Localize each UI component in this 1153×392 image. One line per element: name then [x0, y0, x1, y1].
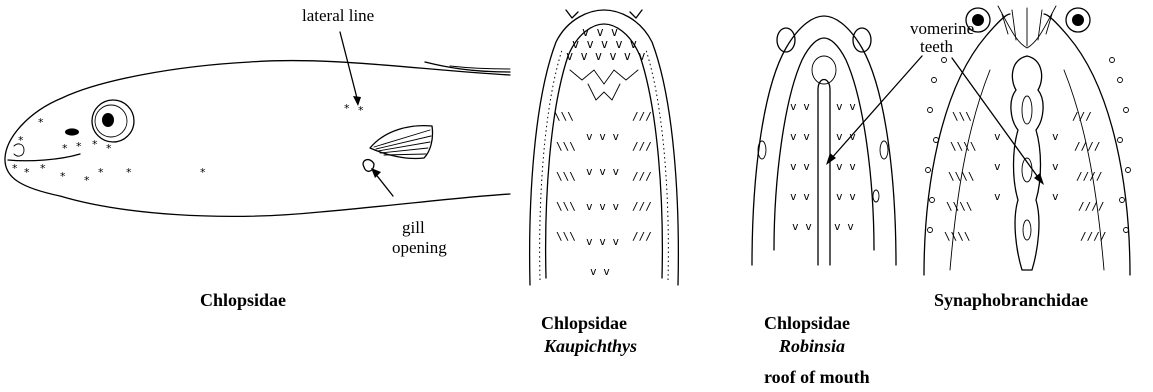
svg-text:\\\: \\\	[952, 110, 972, 123]
svg-text:v v: v v	[790, 190, 810, 203]
gill-opening-label-line1: gill	[402, 218, 425, 237]
svg-text:////: ////	[1076, 170, 1103, 183]
svg-text:v: v	[1052, 190, 1059, 203]
svg-text:v: v	[994, 130, 1001, 143]
svg-text:v v v v v v: v v v v v v	[566, 49, 645, 63]
svg-text:*: *	[84, 174, 90, 187]
svg-text:v: v	[1052, 130, 1059, 143]
svg-text:*: *	[62, 142, 68, 155]
sensory-pores: * * * * * * * * * * * * * * * *	[12, 102, 364, 187]
svg-text:v v v v v: v v v v v	[572, 37, 637, 51]
svg-text:\\\: \\\	[554, 110, 574, 123]
svg-text:*: *	[40, 162, 46, 175]
svg-text:\\\: \\\	[556, 140, 576, 153]
svg-text:///: ///	[632, 200, 652, 213]
svg-text:*: *	[76, 140, 82, 153]
lateral-line-label: lateral line	[302, 6, 374, 25]
eel-side-view: * * * * * * * * * * * * * * * * lateral …	[5, 6, 510, 257]
gill-opening-label-line2: opening	[392, 238, 447, 257]
svg-text:v v: v v	[836, 190, 856, 203]
eye-right	[1066, 8, 1090, 32]
svg-text:*: *	[18, 134, 24, 147]
fig4-caption: Synaphobranchidae	[934, 290, 1088, 310]
svg-text:*: *	[24, 166, 30, 179]
svg-text:*: *	[358, 104, 364, 117]
svg-text:*: *	[200, 166, 206, 179]
svg-text:*: *	[60, 170, 66, 183]
svg-text:v v: v v	[790, 100, 810, 113]
fig3-caption-genus: Robinsia	[778, 336, 845, 356]
svg-text:\\\\: \\\\	[950, 140, 977, 153]
fig3-caption-family: Chlopsidae	[764, 313, 850, 333]
svg-text:///: ///	[632, 170, 652, 183]
vomerine-teeth-label-line1: vomerine	[910, 19, 974, 38]
svg-text:///: ///	[632, 230, 652, 243]
svg-text:*: *	[38, 116, 44, 129]
svg-text:v v: v v	[792, 220, 812, 233]
pectoral-fin	[370, 126, 433, 159]
svg-text:////: ////	[1078, 200, 1105, 213]
svg-text:v v: v v	[790, 130, 810, 143]
kaupichthys-mouth-roof: v v v v v v v v v v v v v v \\\ \\\ \\\ …	[530, 10, 679, 285]
svg-text:v v: v v	[834, 220, 854, 233]
svg-text:\\\\: \\\\	[944, 230, 971, 243]
synaphobranchidae-mouth-roof: \\\ \\\\ \\\\ \\\\ \\\\ /// //// //// //…	[924, 6, 1131, 275]
svg-text:v v v: v v v	[586, 235, 619, 248]
svg-text:////: ////	[1080, 230, 1107, 243]
svg-text:v v: v v	[590, 265, 610, 278]
fig2-caption-family: Chlopsidae	[541, 313, 627, 333]
svg-text:///: ///	[1072, 110, 1092, 123]
svg-text:v v v: v v v	[586, 200, 619, 213]
svg-text:*: *	[98, 166, 104, 179]
svg-text:\\\: \\\	[556, 230, 576, 243]
fig2-caption-genus: Kaupichthys	[543, 336, 637, 356]
svg-text:v: v	[994, 190, 1001, 203]
svg-text:v v: v v	[790, 160, 810, 173]
robinsia-mouth-roof: v v v v v v v v v v v v v v v v v v v v	[752, 16, 896, 265]
vomerine-teeth-label-line2: teeth	[920, 37, 954, 56]
svg-text:v v v: v v v	[586, 165, 619, 178]
svg-text:*: *	[126, 166, 132, 179]
svg-text:*: *	[344, 102, 350, 115]
svg-text:v v: v v	[836, 160, 856, 173]
svg-text:*: *	[12, 162, 18, 175]
svg-text:*: *	[106, 142, 112, 155]
svg-text:///: ///	[632, 140, 652, 153]
eye	[92, 100, 134, 142]
svg-text:v: v	[994, 160, 1001, 173]
svg-text:*: *	[92, 138, 98, 151]
svg-text:\\\: \\\	[556, 170, 576, 183]
svg-text:\\\\: \\\\	[946, 200, 973, 213]
svg-text:v v v: v v v	[586, 130, 619, 143]
svg-text:\\\\: \\\\	[948, 170, 975, 183]
svg-text:v: v	[1052, 160, 1059, 173]
svg-text:v v: v v	[836, 100, 856, 113]
roof-of-mouth-label: roof of mouth	[764, 367, 870, 387]
svg-text:////: ////	[1074, 140, 1101, 153]
svg-text:///: ///	[632, 110, 652, 123]
svg-text:v v v: v v v	[582, 25, 618, 39]
fig1-caption: Chlopsidae	[200, 290, 286, 310]
svg-text:\\\: \\\	[556, 200, 576, 213]
